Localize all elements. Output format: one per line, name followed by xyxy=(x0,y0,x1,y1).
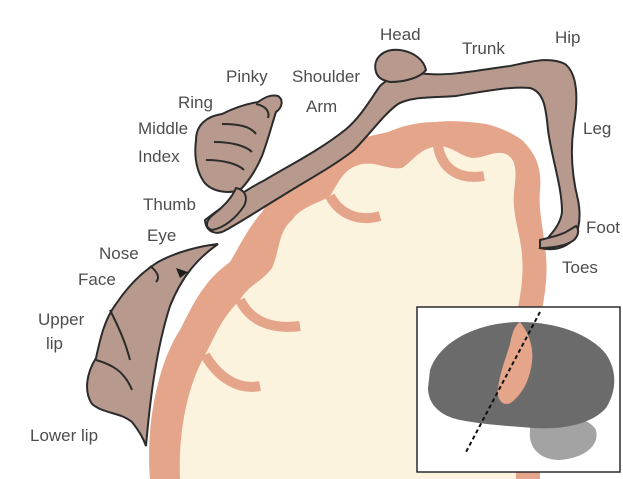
homunculus-thumb xyxy=(207,188,246,230)
label-middle: Middle xyxy=(138,119,188,138)
label-shoulder: Shoulder xyxy=(292,67,360,86)
label-thumb: Thumb xyxy=(143,195,196,214)
homunculus-head xyxy=(375,50,426,82)
label-index: Index xyxy=(138,147,180,166)
label-hip: Hip xyxy=(555,28,581,47)
label-arm: Arm xyxy=(306,97,337,116)
label-nose: Nose xyxy=(99,244,139,263)
label-pinky: Pinky xyxy=(226,67,268,86)
label-upper-lip-line1: Upper xyxy=(38,310,85,329)
label-lower-lip: Lower lip xyxy=(30,426,98,445)
label-toes: Toes xyxy=(562,258,598,277)
label-ring: Ring xyxy=(178,93,213,112)
label-eye: Eye xyxy=(147,226,176,245)
label-trunk: Trunk xyxy=(462,39,505,58)
inset-brain-panel xyxy=(417,307,620,472)
label-leg: Leg xyxy=(583,119,611,138)
label-foot: Foot xyxy=(586,218,620,237)
label-head: Head xyxy=(380,25,421,44)
label-face: Face xyxy=(78,270,116,289)
label-upper-lip-line2: lip xyxy=(46,334,63,353)
